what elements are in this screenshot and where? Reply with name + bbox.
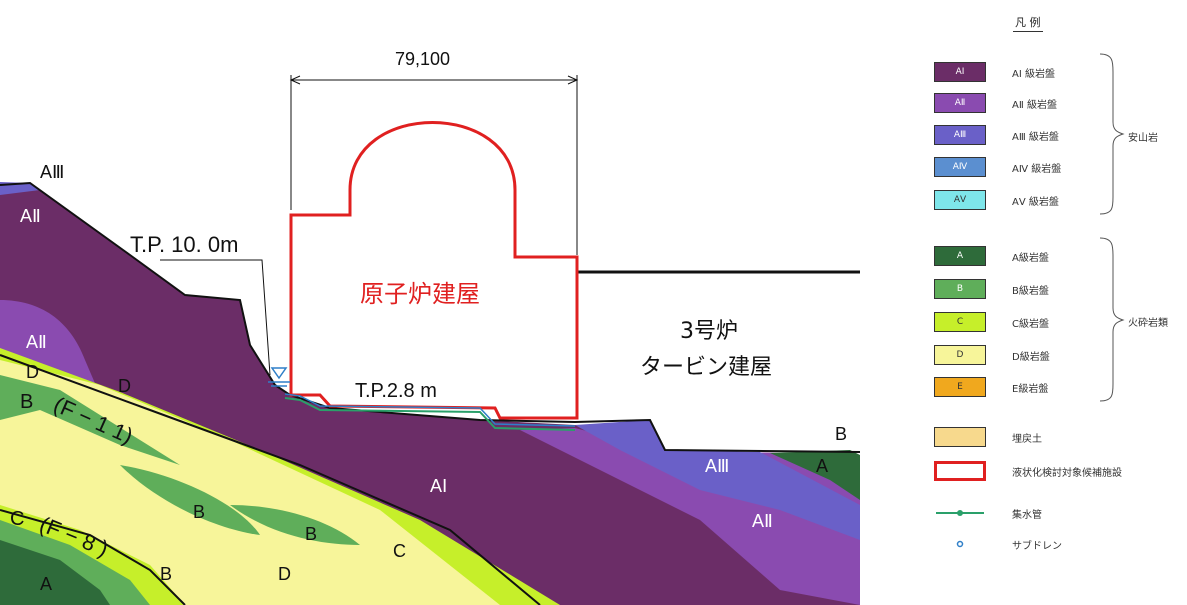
legend-row-e: E E級岩盤: [934, 377, 1134, 399]
legend-label: サブドレン: [1012, 541, 1062, 552]
legend-row-a4: AⅣ AⅣ 級岩盤: [934, 157, 1134, 179]
legend-swatch: B: [934, 279, 986, 299]
legend-swatch: E: [934, 377, 986, 397]
legend-row-a5: AⅤ AⅤ 級岩盤: [934, 190, 1134, 212]
legend-label: AⅢ 級岩盤: [1012, 132, 1059, 143]
label-a1-center: AⅠ: [430, 476, 447, 496]
dimension-label: 79,100: [395, 49, 450, 69]
legend-swatch: AⅣ: [934, 157, 986, 177]
legend-swatch: AⅡ: [934, 93, 986, 113]
label-b-right: B: [835, 424, 847, 444]
legend-label: E級岩盤: [1012, 384, 1049, 395]
legend-label: A級岩盤: [1012, 253, 1049, 264]
legend-group-andesite: 安山岩: [1128, 133, 1158, 144]
label-a2-upper: AⅡ: [20, 206, 41, 226]
label-d-mid: D: [118, 376, 131, 396]
legend-row-a3: AⅢ AⅢ 級岩盤: [934, 125, 1134, 147]
label-b-lower: B: [160, 564, 172, 584]
label-d-lower: D: [278, 564, 291, 584]
label-a2-mid: AⅡ: [26, 332, 47, 352]
legend-label: 液状化検討対象候補施設: [1012, 468, 1122, 479]
label-a2-right: AⅡ: [752, 511, 773, 531]
legend-swatch: [934, 461, 986, 481]
label-a3-right: AⅢ: [705, 456, 729, 476]
turbine-label-1: 3号炉: [680, 319, 738, 344]
legend-label: C級岩盤: [1012, 319, 1049, 330]
legend-swatch: C: [934, 312, 986, 332]
ground-surface-line: [0, 181, 860, 453]
legend-swatch: AⅠ: [934, 62, 986, 82]
label-b-left: B: [20, 391, 33, 413]
legend-label: B級岩盤: [1012, 286, 1049, 297]
tp-bottom-label: T.P.2.8 m: [355, 380, 437, 402]
water-pipe-icon: [936, 510, 984, 516]
geological-cross-section: 79,100 T.P. 10. 0m T.P.2.8 m 原子炉建屋 3号炉 タ…: [0, 49, 860, 605]
legend-swatch: A: [934, 246, 986, 266]
stratum-d: [0, 360, 500, 605]
drain-pipe: [284, 397, 576, 431]
label-a3-left: AⅢ: [40, 162, 64, 182]
tp-top-label: T.P. 10. 0m: [130, 232, 238, 257]
legend-label: D級岩盤: [1012, 352, 1050, 363]
label-a-right: A: [816, 456, 828, 476]
legend-row-backfill: 埋戻土: [934, 427, 1134, 449]
legend-brace-pyroclastic: [1099, 237, 1125, 402]
label-a-bottom: A: [40, 574, 52, 594]
legend-label: AⅡ 級岩盤: [1012, 100, 1057, 111]
fault-line-f11: [0, 354, 541, 605]
legend-swatch: D: [934, 345, 986, 365]
label-c-band: C: [393, 541, 406, 561]
stratum-b-lens1: [120, 465, 260, 535]
legend-brace-andesite: [1099, 53, 1125, 215]
label-b-lens2: B: [305, 524, 317, 544]
legend-label: 埋戻土: [1012, 434, 1042, 445]
turbine-label-2: タービン建屋: [640, 355, 772, 380]
legend-label: AⅣ 級岩盤: [1012, 164, 1062, 175]
stratum-a3-right: [575, 420, 860, 540]
legend-label: AⅠ 級岩盤: [1012, 69, 1055, 80]
label-fault-f8-c: C: [10, 508, 24, 530]
label-d-left: D: [26, 362, 39, 382]
legend-label: AⅤ 級岩盤: [1012, 197, 1059, 208]
reactor-building-label: 原子炉建屋: [360, 280, 480, 308]
label-b-lens1: B: [193, 502, 205, 522]
legend-row-a1: AⅠ AⅠ 級岩盤: [934, 62, 1134, 84]
subdrain-line: [284, 393, 576, 427]
stratum-a-right: [770, 450, 860, 500]
legend-swatch: AⅤ: [934, 190, 986, 210]
legend-row-subdrain: サブドレン: [934, 534, 1134, 556]
legend-swatch: AⅢ: [934, 125, 986, 145]
stratum-a-bottom: [0, 540, 110, 605]
water-level-icon: [268, 367, 290, 387]
legend-group-pyroclastic: 火砕岩類: [1128, 318, 1168, 329]
legend-row-b: B B級岩盤: [934, 279, 1134, 301]
legend-title: 凡 例: [1013, 16, 1042, 32]
legend-swatch: [934, 427, 986, 447]
legend-row-liquefaction: 液状化検討対象候補施設: [934, 461, 1134, 483]
legend-row-water-pipe: 集水管: [934, 503, 1134, 525]
legend-label: 集水管: [1012, 510, 1042, 521]
dimension-line: [289, 75, 579, 255]
fault-line-f8: [0, 509, 186, 605]
subdrain-icon: [956, 540, 964, 548]
stratum-b-lens2: [230, 505, 360, 545]
legend-row-a2: AⅡ AⅡ 級岩盤: [934, 93, 1134, 115]
tp10-leader: [160, 259, 271, 376]
reactor-building-outline: [289, 121, 579, 420]
legend-row-a: A A級岩盤: [934, 246, 1134, 268]
legend-row-c: C C級岩盤: [934, 312, 1134, 334]
stratum-b-upper: [0, 375, 180, 465]
legend-row-d: D D級岩盤: [934, 345, 1134, 367]
